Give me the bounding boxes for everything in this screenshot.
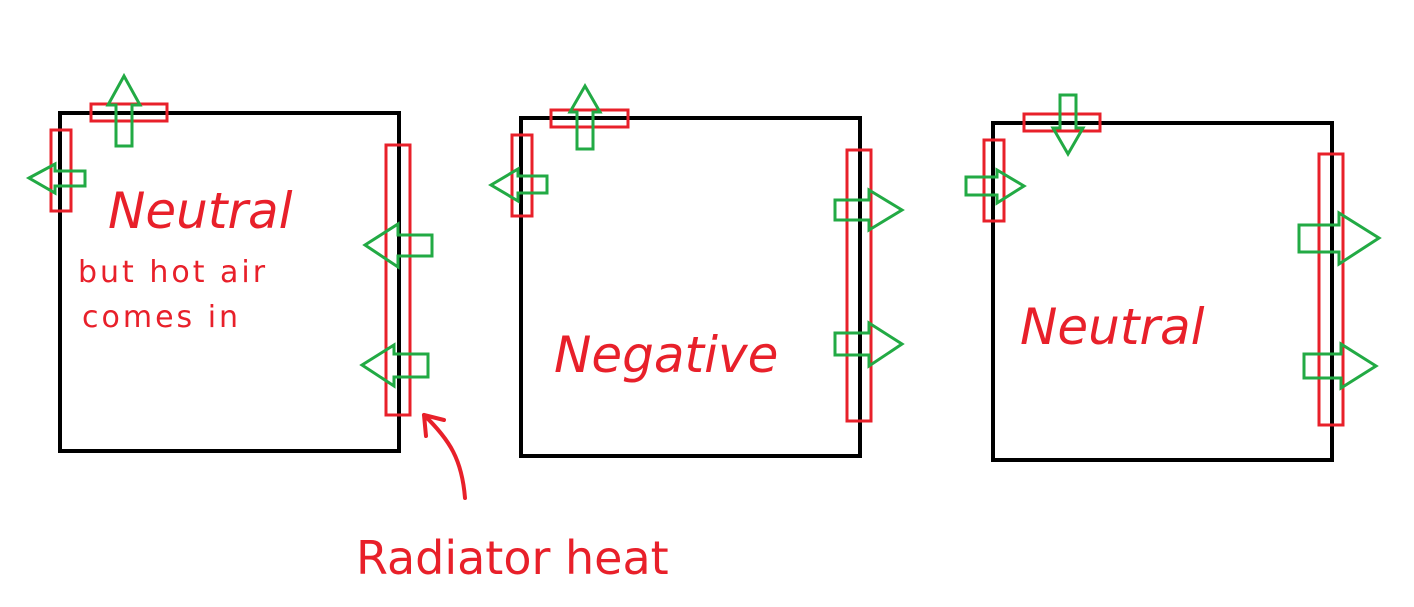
case-outline xyxy=(991,121,1334,462)
exhaust-right-arrow xyxy=(1297,210,1382,267)
exhaust-left-arrow xyxy=(488,166,549,204)
radiator-annotation: Radiator heat xyxy=(356,413,669,585)
top-fan xyxy=(89,102,169,123)
case-outline xyxy=(519,116,862,458)
radiator-fan xyxy=(384,143,412,417)
exhaust-up-arrow xyxy=(567,82,603,151)
case-label-line-1: Neutral xyxy=(108,182,293,240)
intake-down-arrow xyxy=(1050,93,1086,158)
case-outline xyxy=(58,111,401,453)
case-label-line-1: Negative xyxy=(554,326,778,384)
case-label-line-1: Neutral xyxy=(1020,298,1205,356)
exhaust-right-arrow xyxy=(833,320,905,369)
top-fan xyxy=(1022,112,1102,133)
case-diagram-2: Negative xyxy=(488,82,905,458)
radiator-heat-label: Radiator heat xyxy=(356,531,669,585)
case-diagram-1: Neutral but hot air comes in xyxy=(25,72,434,453)
case-label-line-3: comes in xyxy=(82,300,241,335)
top-fan xyxy=(549,108,630,129)
exhaust-up-arrow xyxy=(105,72,143,148)
pointer-arrow xyxy=(422,413,467,500)
exhaust-right-arrow xyxy=(1302,341,1379,391)
exhaust-left-arrow xyxy=(25,161,87,196)
radiator-fan xyxy=(1317,152,1345,427)
case-label-line-2: but hot air xyxy=(78,255,268,290)
case-diagram-3: Neutral xyxy=(964,93,1382,462)
exhaust-right-arrow xyxy=(833,187,905,233)
intake-right-arrow xyxy=(964,167,1027,206)
pointer-arrow-head xyxy=(422,413,446,438)
rear-fan xyxy=(982,138,1006,223)
intake-left-arrow xyxy=(359,342,430,389)
intake-left-arrow xyxy=(362,221,434,270)
radiator-fan xyxy=(845,148,873,423)
